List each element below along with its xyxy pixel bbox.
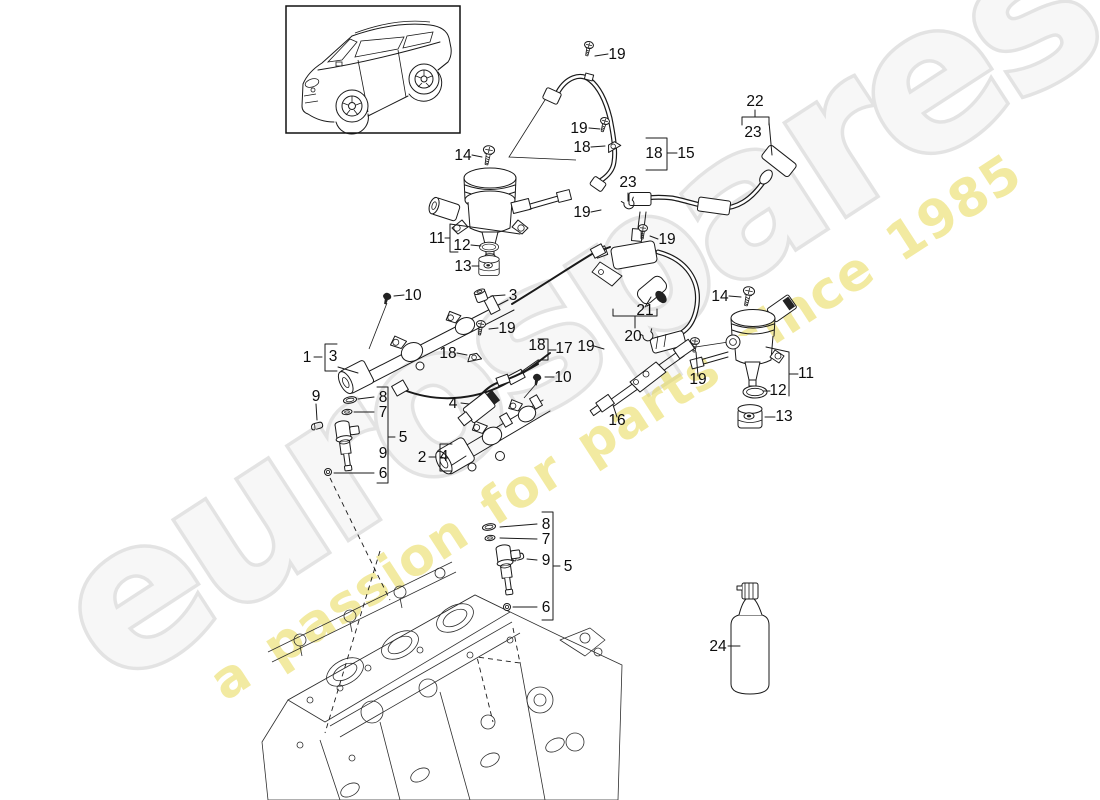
- callout-label-24[interactable]: 24: [709, 638, 727, 655]
- callout-label-14[interactable]: 14: [454, 147, 472, 164]
- callout-label-5[interactable]: 5: [564, 558, 573, 575]
- callout-label-16[interactable]: 16: [608, 412, 625, 429]
- high-pressure-pump-left: [428, 144, 573, 276]
- screw-19-mid: [597, 116, 611, 134]
- callout-label-10[interactable]: 10: [404, 287, 422, 304]
- callout-label-9[interactable]: 9: [312, 388, 321, 405]
- bushing-13-right: [737, 404, 763, 429]
- callout-label-4[interactable]: 4: [440, 448, 449, 465]
- fuel-line-15: [542, 40, 622, 192]
- screw-14-left: [480, 144, 496, 167]
- fuel-hose-22: [620, 144, 797, 216]
- pressure-sensor-21: [636, 275, 668, 305]
- callout-label-1[interactable]: 1: [303, 349, 312, 366]
- callout-label-13[interactable]: 13: [454, 258, 471, 275]
- callout-leader-lines: [313, 53, 799, 647]
- callout-label-6[interactable]: 6: [379, 465, 388, 482]
- callout-label-19[interactable]: 19: [658, 231, 675, 248]
- line15-end-fitting: [542, 87, 562, 105]
- callout-label-9[interactable]: 9: [542, 552, 551, 569]
- callout-label-19[interactable]: 19: [608, 46, 625, 63]
- high-pressure-pump-right: [689, 285, 797, 429]
- callout-label-6[interactable]: 6: [542, 599, 551, 616]
- callout-label-2[interactable]: 2: [418, 449, 427, 466]
- spray-bottle-24: [730, 582, 770, 695]
- fuel-rail-left: [337, 243, 611, 400]
- callout-label-17[interactable]: 17: [555, 340, 572, 357]
- pipe-16: [589, 338, 696, 417]
- callout-label-4[interactable]: 4: [449, 395, 458, 412]
- callout-label-23[interactable]: 23: [744, 124, 761, 141]
- callout-label-3[interactable]: 3: [329, 348, 338, 365]
- callout-label-18[interactable]: 18: [439, 345, 456, 362]
- callout-label-23[interactable]: 23: [619, 174, 636, 191]
- callout-label-10[interactable]: 10: [554, 369, 572, 386]
- callout-label-7[interactable]: 7: [379, 404, 388, 421]
- callout-label-12[interactable]: 12: [453, 237, 470, 254]
- callout-label-5[interactable]: 5: [399, 429, 408, 446]
- engine-block-drawing: [261, 561, 623, 800]
- callout-label-11[interactable]: 11: [429, 230, 445, 247]
- o-ring-12-left: [478, 241, 500, 253]
- callout-label-21[interactable]: 21: [636, 302, 653, 319]
- callout-label-19[interactable]: 19: [570, 120, 587, 137]
- rear-wheel: [408, 63, 440, 95]
- watermark-brand-text: eurospares: [14, 0, 1100, 730]
- callout-label-11[interactable]: 11: [798, 365, 814, 382]
- front-wheel: [335, 89, 369, 123]
- hose22-fitting: [761, 144, 797, 178]
- sensor-4: [457, 389, 501, 427]
- callout-label-18[interactable]: 18: [573, 139, 590, 156]
- callout-label-19[interactable]: 19: [498, 320, 515, 337]
- callout-label-7[interactable]: 7: [542, 531, 551, 548]
- screw-19-top: [581, 40, 595, 58]
- callout-label-9[interactable]: 9: [379, 445, 388, 462]
- callout-label-20[interactable]: 20: [624, 328, 642, 345]
- junction-assembly-20: [591, 211, 701, 354]
- callout-label-3[interactable]: 3: [509, 287, 518, 304]
- callout-label-13[interactable]: 13: [775, 408, 792, 425]
- callout-label-12[interactable]: 12: [769, 382, 786, 399]
- watermark: eurospares a passion for parts since 198…: [11, 0, 1100, 734]
- callout-label-22[interactable]: 22: [746, 93, 763, 110]
- o-ring-12-right: [742, 385, 768, 399]
- callout-label-14[interactable]: 14: [711, 288, 729, 305]
- fuel-rail-middle: [435, 363, 551, 475]
- bushing-13-left: [478, 255, 500, 276]
- callout-label-18[interactable]: 18: [528, 337, 545, 354]
- callout-label-18[interactable]: 18: [645, 145, 662, 162]
- callout-label-19[interactable]: 19: [689, 371, 706, 388]
- callout-label-8[interactable]: 8: [542, 516, 551, 533]
- callout-label-8[interactable]: 8: [379, 389, 388, 406]
- car-drawing: [301, 20, 452, 135]
- car-thumbnail-box: [285, 5, 461, 135]
- callout-label-19[interactable]: 19: [577, 338, 594, 355]
- callout-label-15[interactable]: 15: [677, 145, 694, 162]
- callout-label-19[interactable]: 19: [573, 204, 590, 221]
